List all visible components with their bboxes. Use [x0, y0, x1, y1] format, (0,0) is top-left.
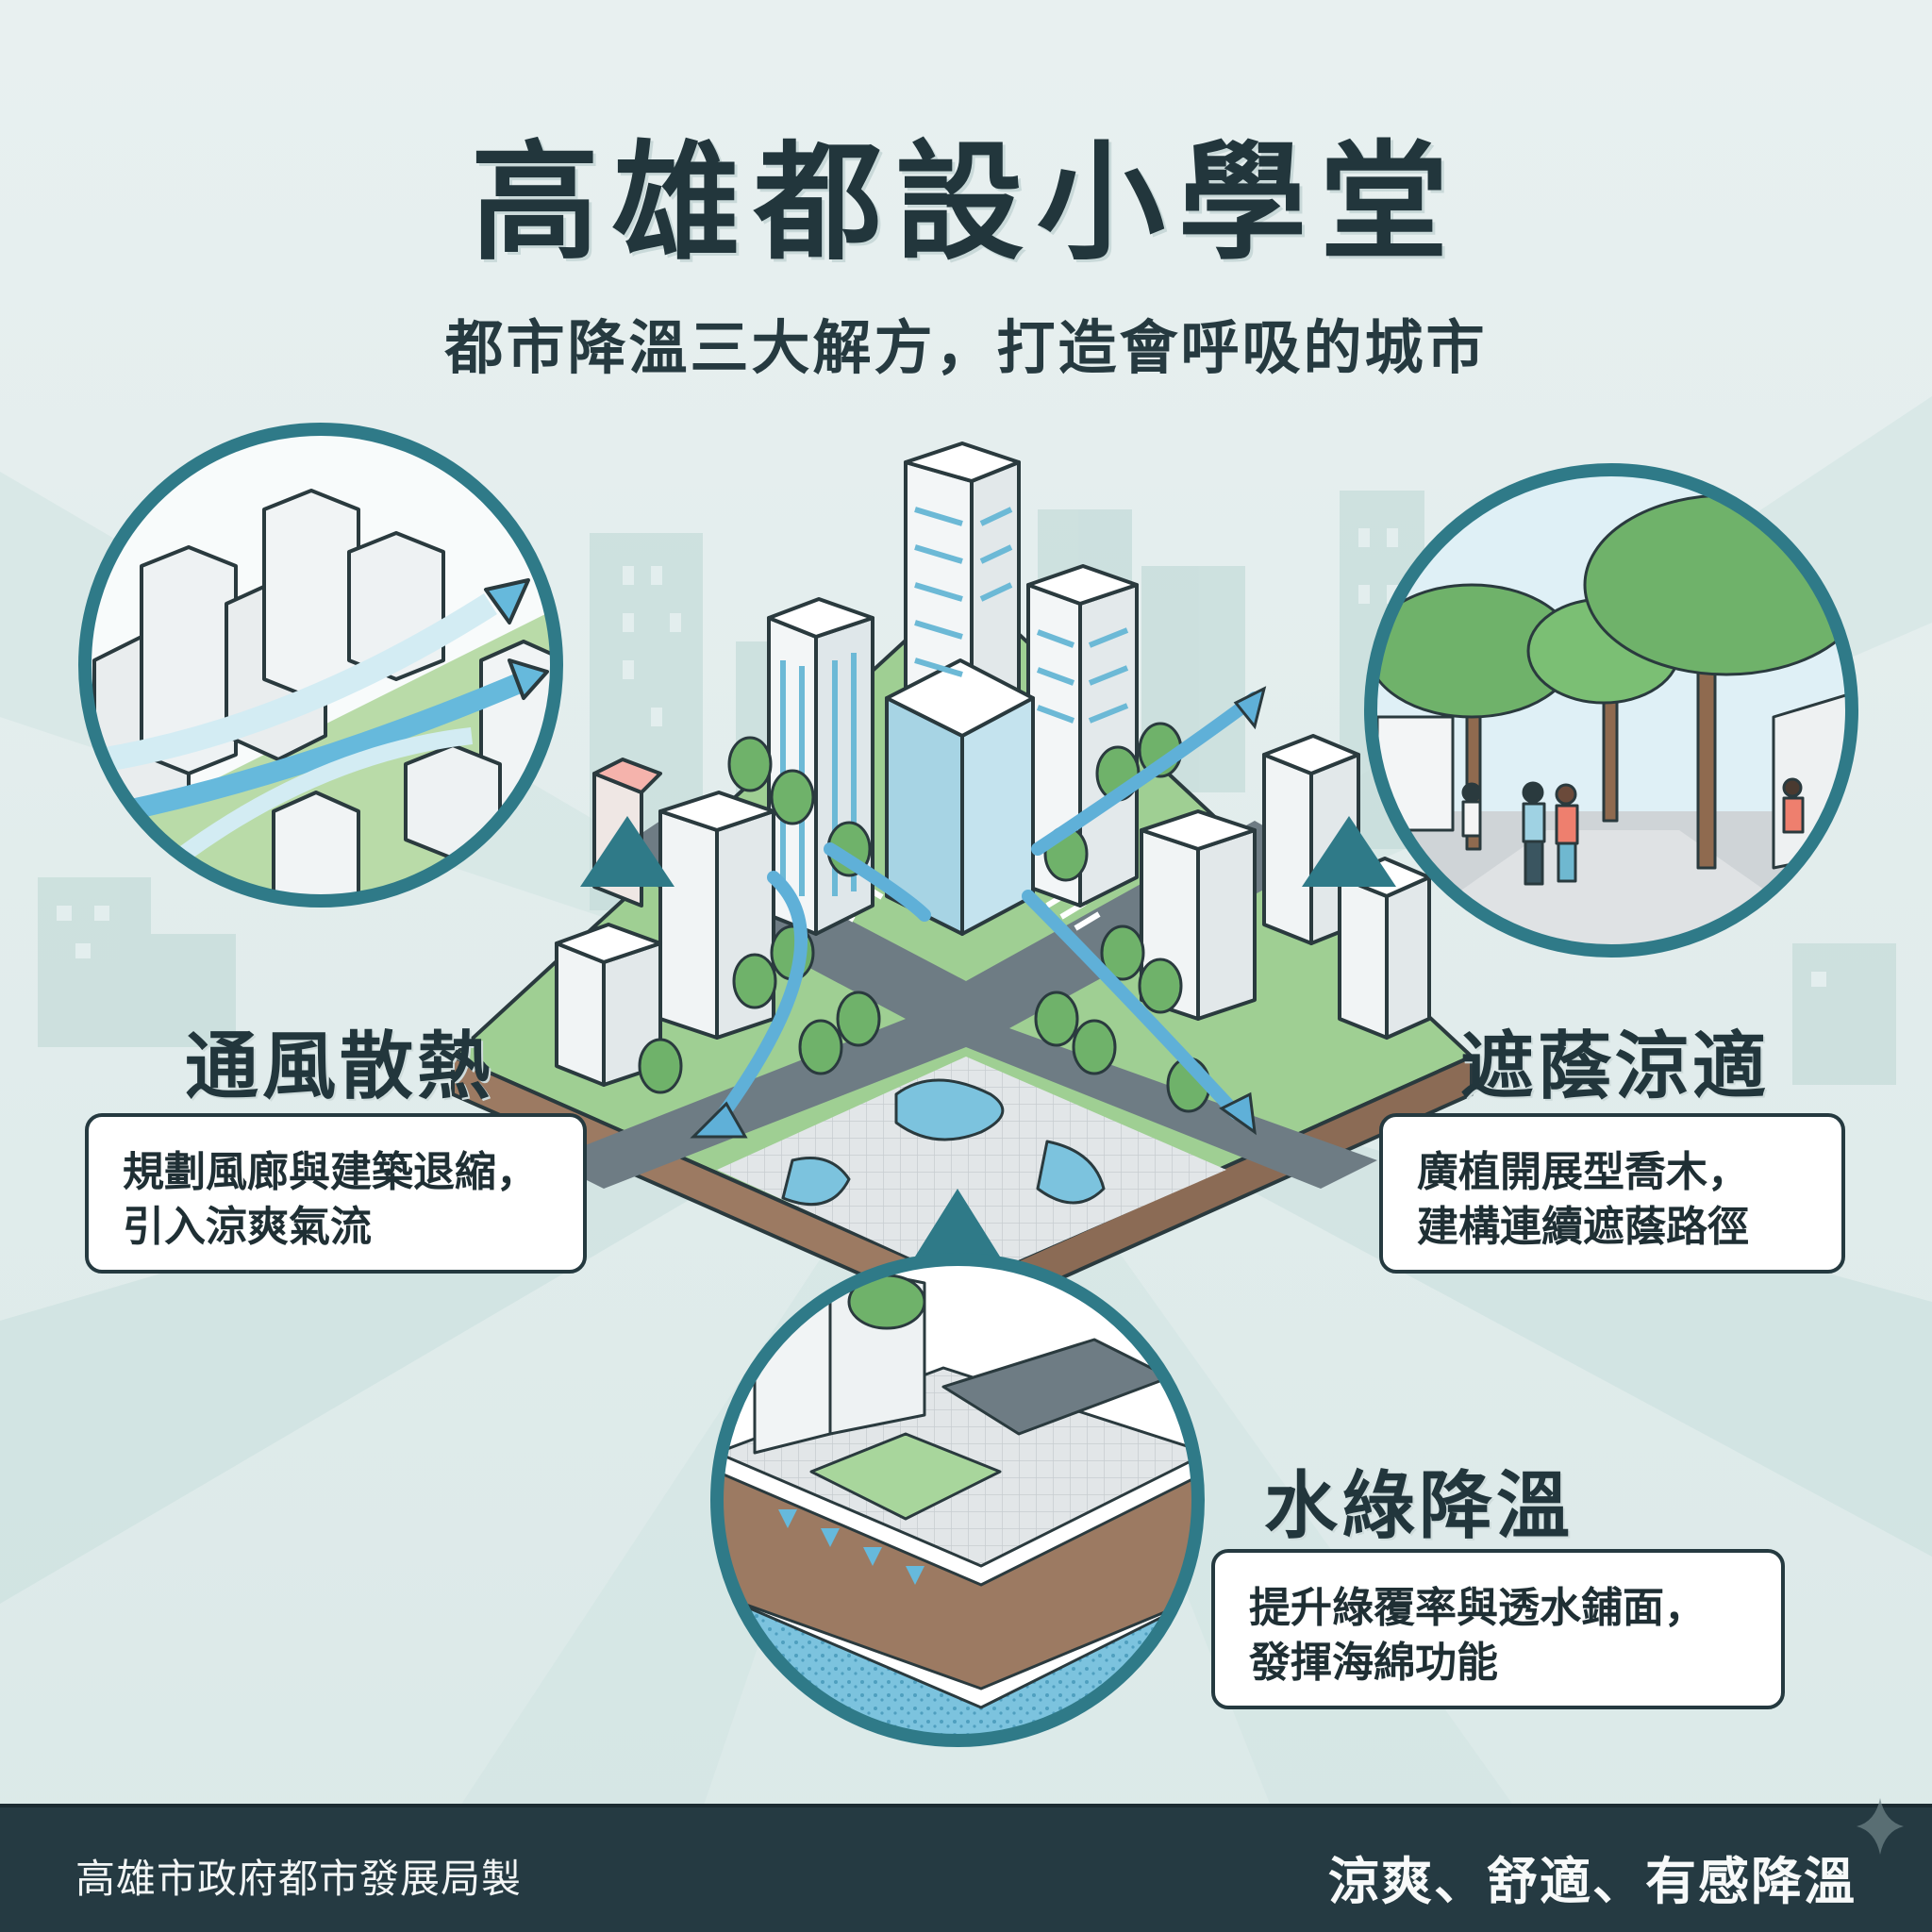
sparkle-icon	[1857, 1798, 1904, 1855]
solution-card-shade: 廣植開展型喬木， 建構連續遮蔭路徑	[1379, 1113, 1845, 1274]
card-line: 建構連續遮蔭路徑	[1417, 1203, 1749, 1252]
ventilation-circle	[78, 423, 675, 908]
solution-heading-shade: 遮蔭涼適	[1460, 1024, 1771, 1109]
wind-arrows	[710, 691, 1261, 1129]
solution-heading-water-green: 水綠降溫	[1264, 1464, 1574, 1549]
solution-heading-ventilation: 通風散熱	[185, 1024, 495, 1109]
card-line: 規劃風廊與建築退縮，	[123, 1148, 538, 1196]
card-line: 引入涼爽氣流	[123, 1203, 372, 1252]
poster-title: 高雄都設小學堂	[471, 129, 1461, 278]
solution-card-ventilation: 規劃風廊與建築退縮， 引入涼爽氣流	[85, 1113, 587, 1274]
poster-subtitle: 都市降溫三大解方，打造會呼吸的城市	[444, 313, 1488, 382]
solution-card-water-green: 提升綠覆率與透水鋪面， 發揮海綿功能	[1211, 1549, 1785, 1709]
card-line: 發揮海綿功能	[1249, 1639, 1498, 1688]
footer-bar: 高雄市政府都市發展局製 涼爽、舒適、有感降溫	[0, 1798, 1932, 1932]
footer-credit: 高雄市政府都市發展局製	[75, 1856, 523, 1902]
card-line: 提升綠覆率與透水鋪面，	[1249, 1584, 1706, 1632]
street-trees	[638, 722, 1211, 1113]
footer-slogan: 涼爽、舒適、有感降溫	[1328, 1852, 1857, 1911]
card-line: 廣植開展型喬木，	[1417, 1148, 1749, 1196]
water-green-circle	[710, 1189, 1205, 1747]
